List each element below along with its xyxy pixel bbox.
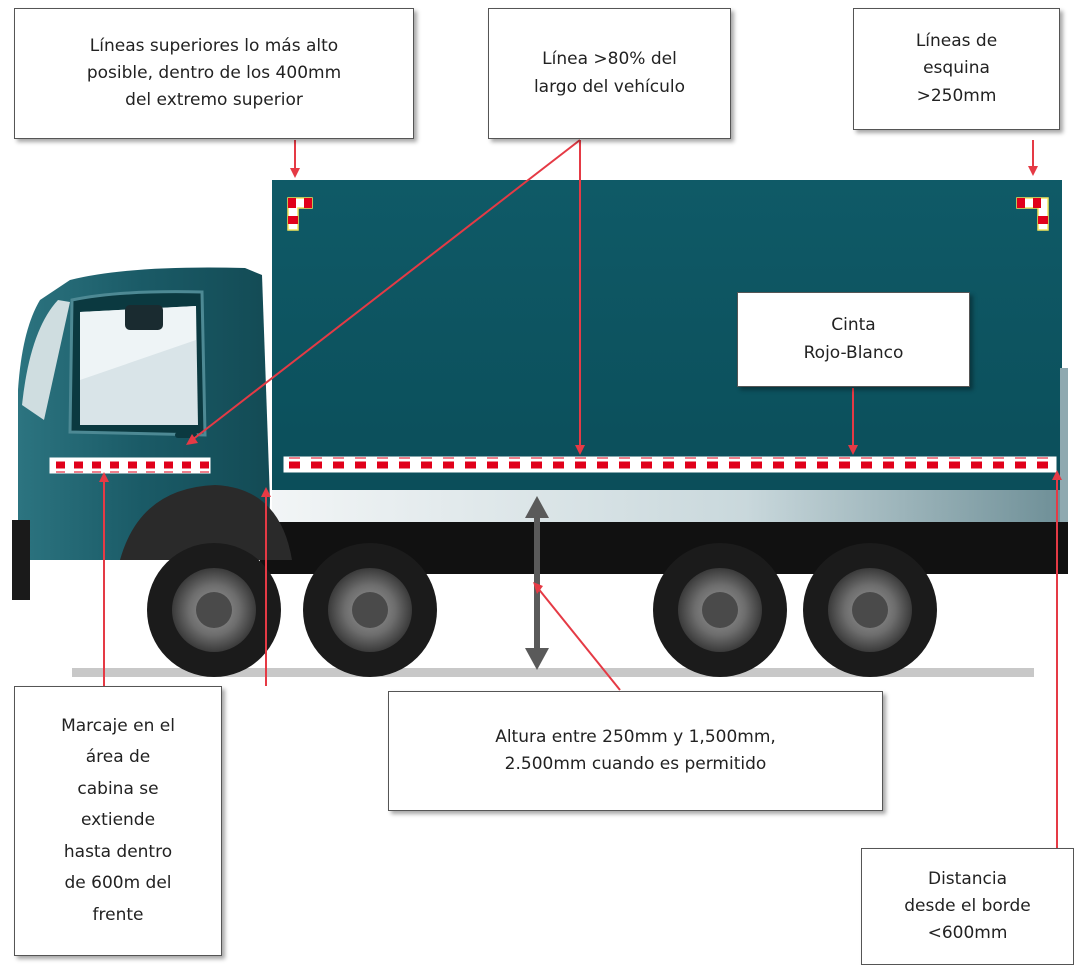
corner-marker-right xyxy=(1016,197,1049,231)
callout-tape-text: Cinta Rojo-Blanco xyxy=(803,315,904,363)
pointer-arrowheads xyxy=(99,166,1062,594)
corner-marker-left xyxy=(287,197,313,231)
callout-cab-marking: Marcaje en el área de cabina se extiende… xyxy=(14,686,222,956)
callout-corner-lines-text: Líneas de esquina >250mm xyxy=(915,31,998,106)
callout-line-80-percent: Línea >80% del largo del vehículo xyxy=(488,8,731,139)
wheel-rear-1 xyxy=(303,543,437,677)
pointer-lines xyxy=(103,139,1058,848)
callout-line-80-text: Línea >80% del largo del vehículo xyxy=(533,49,686,97)
truck-cab xyxy=(12,267,292,600)
wheel-rear-3 xyxy=(803,543,937,677)
cab-tape-strip xyxy=(49,457,211,474)
callout-edge-distance: Distancia desde el borde <600mm xyxy=(861,848,1074,965)
callout-tape: Cinta Rojo-Blanco xyxy=(737,292,970,387)
callout-corner-lines: Líneas de esquina >250mm xyxy=(853,8,1060,130)
callout-edge-distance-text: Distancia desde el borde <600mm xyxy=(904,868,1031,944)
callout-top-lines-text: Líneas superiores lo más alto posible, d… xyxy=(86,35,342,111)
side-tape-strip xyxy=(283,456,1057,473)
wheel-rear-2 xyxy=(653,543,787,677)
callout-top-lines: Líneas superiores lo más alto posible, d… xyxy=(14,8,414,139)
height-arrow xyxy=(525,496,549,670)
callout-height-text: Altura entre 250mm y 1,500mm, 2.500mm cu… xyxy=(495,726,776,774)
callout-height: Altura entre 250mm y 1,500mm, 2.500mm cu… xyxy=(388,691,883,811)
wheel-front xyxy=(147,543,281,677)
callout-cab-marking-text: Marcaje en el área de cabina se extiende… xyxy=(61,715,175,925)
ground-line xyxy=(72,668,1034,677)
